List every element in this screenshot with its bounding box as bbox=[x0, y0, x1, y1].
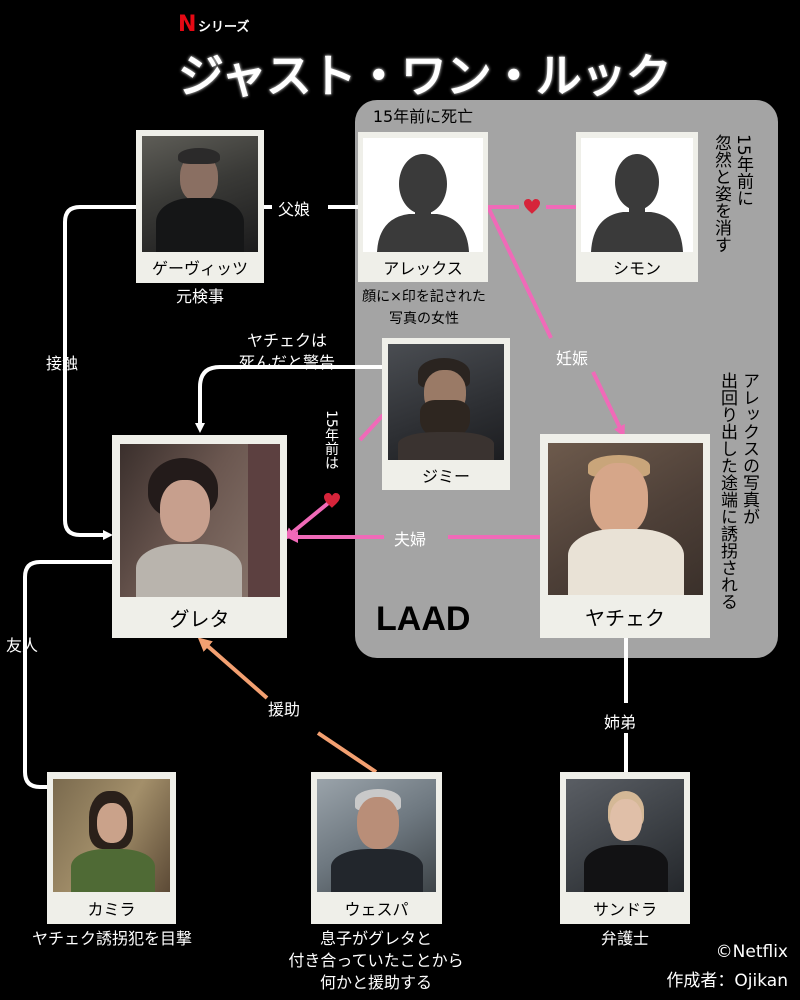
label-father-daughter: 父娘 bbox=[278, 200, 311, 219]
heart-icon bbox=[324, 493, 340, 508]
heart-icon bbox=[524, 199, 540, 214]
warning-line bbox=[195, 365, 383, 433]
label-friend: 友人 bbox=[6, 636, 39, 655]
gerwitz-photo bbox=[142, 136, 258, 252]
wespa-name: ウェスパ bbox=[344, 900, 409, 919]
alex-caption: 顔に×印を記された写真の女性 bbox=[362, 289, 486, 327]
laad-label: LAAD bbox=[376, 600, 471, 638]
alex-name: アレックス bbox=[383, 259, 463, 278]
simon-name: シモン bbox=[612, 259, 661, 278]
series-label: シリーズ bbox=[198, 20, 250, 35]
card-wespa[interactable]: ウェスパ bbox=[311, 772, 442, 924]
jimmy-name: ジミー bbox=[421, 467, 470, 486]
label-siblings: 姉弟 bbox=[604, 713, 637, 732]
label-past-love: 15年前は bbox=[323, 410, 339, 470]
jimmy-photo bbox=[388, 344, 504, 460]
card-sandra[interactable]: サンドラ bbox=[560, 772, 690, 924]
copyright-credit: ©Netflix bbox=[715, 942, 788, 962]
jacek-side-note: アレックスの写真が出回り出した途端に誘拐される bbox=[717, 372, 759, 610]
kamila-name: カミラ bbox=[87, 900, 136, 919]
label-contact: 接触 bbox=[46, 354, 79, 373]
author-credit: 作成者：Ojikan bbox=[666, 971, 788, 991]
card-kamila[interactable]: カミラ bbox=[47, 772, 176, 924]
label-pregnant: 妊娠 bbox=[556, 349, 589, 368]
card-jimmy[interactable]: ジミー bbox=[382, 338, 510, 490]
person-silhouette-icon bbox=[591, 154, 683, 252]
card-gerwitz[interactable]: ゲーヴィッツ bbox=[136, 130, 264, 283]
gerwitz-caption: 元検事 bbox=[175, 287, 224, 306]
sandra-photo bbox=[566, 779, 684, 892]
contact-line bbox=[63, 205, 137, 540]
pregnant-line bbox=[591, 371, 625, 438]
simon-side-note: 15年前に忽然と姿を消す bbox=[711, 134, 753, 253]
wespa-photo bbox=[317, 779, 436, 892]
jacek-photo bbox=[548, 443, 703, 595]
card-alex[interactable]: アレックス bbox=[358, 132, 488, 282]
label-warning: ヤチェクは死んだと警告 bbox=[238, 331, 335, 372]
label-married: 夫婦 bbox=[394, 530, 427, 549]
jacek-name: ヤチェク bbox=[585, 606, 665, 630]
kamila-caption: ヤチェク誘拐犯を目撃 bbox=[31, 929, 192, 948]
page-title: ジャスト・ワン・ルック bbox=[178, 49, 672, 103]
label-support: 援助 bbox=[268, 700, 301, 719]
support-line bbox=[197, 637, 269, 700]
sandra-name: サンドラ bbox=[592, 900, 657, 919]
card-greta[interactable]: グレタ bbox=[112, 435, 287, 638]
simon-photo bbox=[581, 138, 693, 252]
netflix-logo: N bbox=[178, 12, 197, 37]
gerwitz-name: ゲーヴィッツ bbox=[151, 259, 248, 278]
alex-photo bbox=[363, 138, 483, 252]
card-simon[interactable]: シモン bbox=[576, 132, 698, 282]
friend-line bbox=[23, 560, 113, 789]
alex-top-note: 15年前に死亡 bbox=[372, 107, 474, 126]
wespa-caption: 息子がグレタと付き合っていたことから何かと援助する bbox=[288, 929, 464, 992]
past-love-line bbox=[283, 498, 334, 540]
person-silhouette-icon bbox=[377, 154, 469, 252]
card-jacek[interactable]: ヤチェク bbox=[540, 434, 710, 638]
greta-name: グレタ bbox=[169, 607, 230, 631]
greta-photo bbox=[120, 444, 280, 597]
sandra-caption: 弁護士 bbox=[600, 929, 649, 948]
kamila-photo bbox=[53, 779, 170, 892]
